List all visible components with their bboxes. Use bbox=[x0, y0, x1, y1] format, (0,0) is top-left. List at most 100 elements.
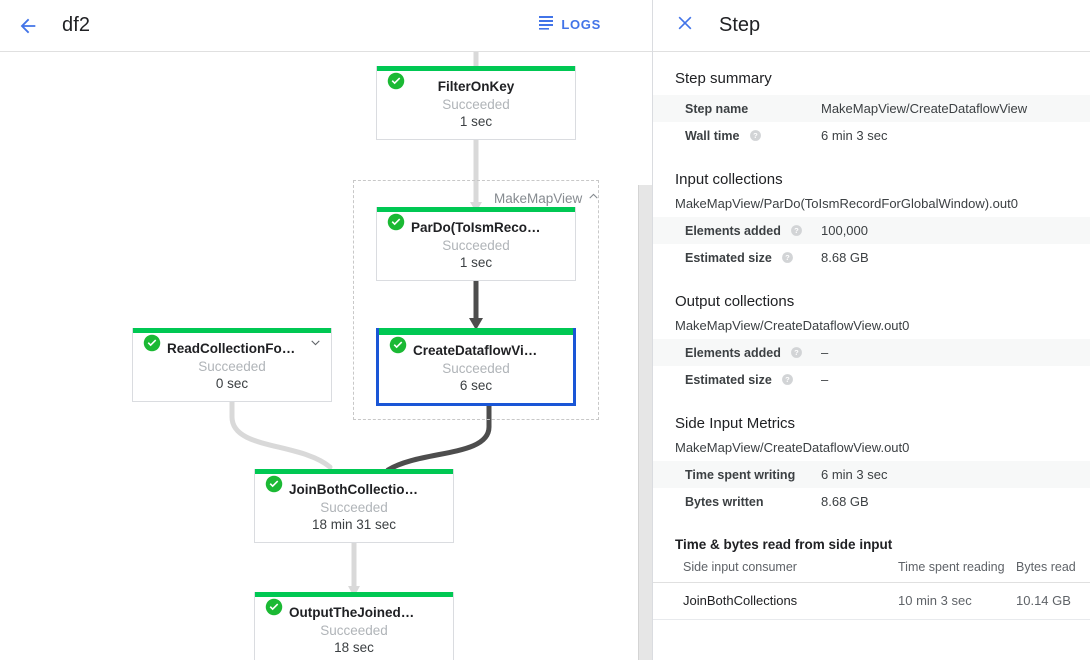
table-row: Wall time ? 6 min 3 sec bbox=[653, 122, 1090, 149]
row-value: 8.68 GB bbox=[821, 250, 869, 265]
column-header-time-spent-reading[interactable]: Time spent reading bbox=[898, 558, 1016, 583]
help-icon[interactable]: ? bbox=[749, 129, 762, 142]
row-value: 8.68 GB bbox=[821, 494, 869, 509]
check-circle-icon bbox=[389, 336, 407, 354]
table-row: Estimated size ? 8.68 GB bbox=[653, 244, 1090, 271]
node-name: ReadCollectionForJoin bbox=[167, 341, 315, 356]
node-status: Succeeded bbox=[320, 500, 388, 515]
node-name: OutputTheJoinedCollec… bbox=[289, 605, 453, 620]
table-row: Elements added ? – bbox=[653, 339, 1090, 366]
column-header-bytes-read[interactable]: Bytes read bbox=[1016, 558, 1090, 583]
row-key: Step name bbox=[685, 101, 749, 116]
svg-text:?: ? bbox=[795, 348, 800, 357]
row-key: Elements added bbox=[685, 223, 781, 238]
row-key: Estimated size bbox=[685, 372, 772, 387]
side-input-collection-name: MakeMapView/CreateDataflowView.out0 bbox=[675, 440, 910, 455]
svg-text:?: ? bbox=[786, 375, 791, 384]
job-graph-canvas[interactable]: MakeMapView FilterOnKey Succeeded 1 sec bbox=[0, 52, 653, 660]
row-key: Wall time bbox=[685, 128, 740, 143]
check-circle-icon bbox=[265, 475, 283, 493]
step-panel-header: Step bbox=[653, 0, 1090, 52]
node-status: Succeeded bbox=[320, 623, 388, 638]
graph-node-joinbothcollections[interactable]: JoinBothCollections Succeeded 18 min 31 … bbox=[254, 469, 454, 543]
step-panel-title: Step bbox=[719, 14, 761, 36]
svg-text:?: ? bbox=[786, 253, 791, 262]
row-value: 6 min 3 sec bbox=[821, 467, 888, 482]
page-title: df2 bbox=[62, 14, 91, 36]
step-summary-table: Step name MakeMapView/CreateDataflowView… bbox=[653, 95, 1090, 149]
output-collection-name: MakeMapView/CreateDataflowView.out0 bbox=[675, 318, 910, 333]
help-icon[interactable]: ? bbox=[790, 346, 803, 359]
list-lines-icon bbox=[538, 14, 554, 35]
column-header-side-input-consumer[interactable]: Side input consumer bbox=[653, 558, 898, 583]
table-row: Step name MakeMapView/CreateDataflowView bbox=[653, 95, 1090, 122]
graph-node-createdataflowview[interactable]: CreateDataflowView Succeeded 6 sec bbox=[376, 328, 576, 406]
chevron-up-icon[interactable] bbox=[587, 190, 600, 206]
row-value: 6 min 3 sec bbox=[821, 128, 888, 143]
cell-bytes-read: 10.14 GB bbox=[1016, 582, 1090, 620]
node-name: CreateDataflowView bbox=[413, 343, 542, 358]
section-heading-input-collections: Input collections bbox=[675, 171, 783, 188]
node-duration: 6 sec bbox=[459, 378, 493, 393]
node-duration: 18 min 31 sec bbox=[311, 517, 397, 532]
input-collection-name: MakeMapView/ParDo(ToIsmRecordForGlobalWi… bbox=[675, 196, 1018, 211]
graph-vertical-scrollbar[interactable] bbox=[638, 185, 652, 660]
svg-text:?: ? bbox=[753, 131, 758, 140]
arrow-left-icon bbox=[17, 15, 39, 37]
side-input-metrics-table: Time spent writing 6 min 3 sec Bytes wri… bbox=[653, 461, 1090, 515]
node-status: Succeeded bbox=[442, 361, 510, 376]
node-status: Succeeded bbox=[198, 359, 266, 374]
close-panel-button[interactable] bbox=[663, 4, 707, 48]
side-input-reads-table: Side input consumer Time spent reading B… bbox=[653, 558, 1090, 620]
row-value: 100,000 bbox=[821, 223, 868, 238]
svg-text:?: ? bbox=[795, 226, 800, 235]
row-key: Time spent writing bbox=[685, 467, 796, 482]
check-circle-icon bbox=[265, 598, 283, 616]
job-graph-pane: df2 LOGS bbox=[0, 0, 653, 660]
table-header-row: Side input consumer Time spent reading B… bbox=[653, 558, 1090, 583]
node-status-bar bbox=[377, 66, 575, 71]
help-icon[interactable]: ? bbox=[781, 251, 794, 264]
input-collections-table: Elements added ? 100,000 Estimated size … bbox=[653, 217, 1090, 271]
section-heading-side-input-reads: Time & bytes read from side input bbox=[675, 537, 893, 552]
row-key: Estimated size bbox=[685, 250, 772, 265]
node-status: Succeeded bbox=[442, 238, 510, 253]
composite-group-label[interactable]: MakeMapView bbox=[494, 190, 600, 206]
composite-group-makemapview[interactable] bbox=[353, 180, 599, 420]
cell-side-input-consumer: JoinBothCollections bbox=[653, 582, 898, 620]
node-status: Succeeded bbox=[442, 97, 510, 112]
row-value: – bbox=[821, 372, 829, 387]
composite-group-name: MakeMapView bbox=[494, 190, 583, 206]
node-duration: 0 sec bbox=[215, 376, 249, 391]
table-row: Elements added ? 100,000 bbox=[653, 217, 1090, 244]
node-status-bar bbox=[255, 592, 453, 597]
node-status-bar bbox=[255, 469, 453, 474]
section-heading-side-input-metrics: Side Input Metrics bbox=[675, 415, 796, 432]
chevron-down-icon[interactable] bbox=[308, 336, 322, 350]
graph-node-readcollectionforjoin[interactable]: ReadCollectionForJoin Succeeded 0 sec bbox=[132, 328, 332, 402]
pane-divider bbox=[652, 0, 653, 660]
step-panel-body: Step summary Step name MakeMapView/Creat… bbox=[653, 52, 1090, 620]
node-duration: 18 sec bbox=[334, 640, 374, 655]
check-circle-icon bbox=[387, 213, 405, 231]
logs-button-label: LOGS bbox=[561, 17, 601, 32]
node-name: FilterOnKey bbox=[437, 79, 515, 94]
table-row: JoinBothCollections 10 min 3 sec 10.14 G… bbox=[653, 582, 1090, 620]
node-duration: 1 sec bbox=[459, 255, 493, 270]
top-toolbar: df2 LOGS bbox=[0, 0, 653, 52]
logs-button[interactable]: LOGS bbox=[538, 14, 601, 35]
node-name: ParDo(ToIsmRecordFor… bbox=[411, 220, 575, 235]
back-button[interactable] bbox=[4, 2, 52, 50]
graph-node-filteronkey[interactable]: FilterOnKey Succeeded 1 sec bbox=[376, 66, 576, 140]
help-icon[interactable]: ? bbox=[790, 224, 803, 237]
graph-edges bbox=[226, 52, 492, 597]
close-icon bbox=[675, 13, 695, 38]
graph-node-outputthejoinedcollection[interactable]: OutputTheJoinedCollec… Succeeded 18 sec bbox=[254, 592, 454, 660]
check-circle-icon bbox=[387, 72, 405, 90]
graph-node-pardo-toismrecordfor[interactable]: ParDo(ToIsmRecordFor… Succeeded 1 sec bbox=[376, 207, 576, 281]
cell-time-spent-reading: 10 min 3 sec bbox=[898, 582, 1016, 620]
section-heading-step-summary: Step summary bbox=[675, 70, 772, 87]
help-icon[interactable]: ? bbox=[781, 373, 794, 386]
row-key: Elements added bbox=[685, 345, 781, 360]
table-row: Estimated size ? – bbox=[653, 366, 1090, 393]
